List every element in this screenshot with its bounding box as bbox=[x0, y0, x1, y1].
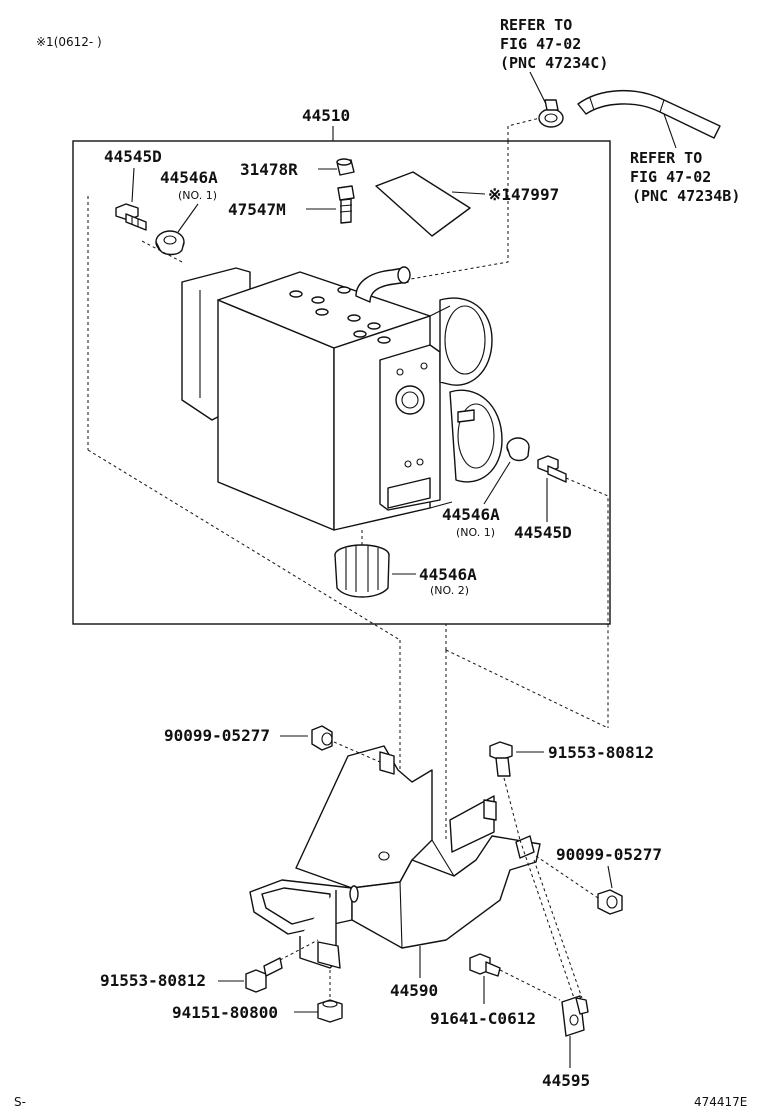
nut-94151-icon bbox=[317, 999, 343, 1023]
label-90099-05277-left: 90099-05277 bbox=[164, 726, 270, 745]
cushion-44546A-bottom-icon bbox=[334, 544, 390, 598]
svg-text:(PNC 47234B): (PNC 47234B) bbox=[632, 187, 740, 205]
label-44546A-bottom-sub: (NO. 2) bbox=[430, 584, 469, 597]
label-94151-80800: 94151-80800 bbox=[172, 1003, 278, 1022]
label-44510: 44510 bbox=[302, 106, 350, 125]
hose-illustration bbox=[577, 90, 721, 139]
footer-left: S- bbox=[14, 1095, 26, 1109]
label-44546A-left-sub: (NO. 1) bbox=[178, 189, 217, 202]
label-44595: 44595 bbox=[542, 1071, 590, 1090]
ref-top: REFER TO FIG 47-02 (PNC 47234C) bbox=[500, 16, 608, 72]
assembly-box bbox=[72, 140, 611, 625]
bolt-44545D-top-icon bbox=[115, 203, 147, 231]
svg-text:(PNC 47234C): (PNC 47234C) bbox=[500, 54, 608, 72]
cushion-44546A-left-icon bbox=[155, 230, 185, 256]
svg-text:FIG 47-02: FIG 47-02 bbox=[500, 35, 581, 53]
bolt-91553-top-icon bbox=[489, 741, 513, 777]
hose-clamp-icon bbox=[538, 99, 564, 128]
footer-code: 474417E bbox=[694, 1095, 747, 1109]
bolt-91641-icon bbox=[469, 953, 501, 977]
label-plate-icon bbox=[375, 171, 471, 237]
bolt-44545D-right-icon bbox=[537, 455, 567, 483]
label-44546A-left: 44546A bbox=[160, 168, 218, 187]
label-91553-80812-top: 91553-80812 bbox=[548, 743, 654, 762]
label-44546A-right: 44546A bbox=[442, 505, 500, 524]
header-note: ※1(0612- ) bbox=[36, 35, 102, 49]
label-47547M: 47547M bbox=[228, 200, 286, 219]
nut-90099-right-icon bbox=[597, 889, 623, 915]
label-91553-80812-bottom: 91553-80812 bbox=[100, 971, 206, 990]
clamp-44595-icon bbox=[561, 995, 589, 1037]
label-90099-05277-right: 90099-05277 bbox=[556, 845, 662, 864]
nut-90099-left-icon bbox=[311, 725, 333, 751]
union-47547M-icon bbox=[337, 185, 355, 224]
bracket-44590 bbox=[249, 745, 541, 969]
label-91641-C0612: 91641-C0612 bbox=[430, 1009, 536, 1028]
bolt-91553-bottom-icon bbox=[245, 957, 283, 993]
label-44545D-right: 44545D bbox=[514, 523, 572, 542]
label-44546A-bottom: 44546A bbox=[419, 565, 477, 584]
svg-text:FIG 47-02: FIG 47-02 bbox=[630, 168, 711, 186]
ref-right: REFER TO FIG 47-02 (PNC 47234B) bbox=[630, 149, 740, 205]
label-44546A-right-sub: (NO. 1) bbox=[456, 526, 495, 539]
label-44590: 44590 bbox=[390, 981, 438, 1000]
cushion-44546A-right-icon bbox=[506, 437, 530, 462]
abs-actuator-assembly bbox=[181, 266, 503, 531]
svg-text:REFER TO: REFER TO bbox=[630, 149, 702, 167]
label-47997: ※147997 bbox=[488, 185, 559, 204]
label-44545D-top: 44545D bbox=[104, 147, 162, 166]
svg-text:REFER TO: REFER TO bbox=[500, 16, 572, 34]
cap-31478R-icon bbox=[336, 158, 355, 176]
label-31478R: 31478R bbox=[240, 160, 298, 179]
